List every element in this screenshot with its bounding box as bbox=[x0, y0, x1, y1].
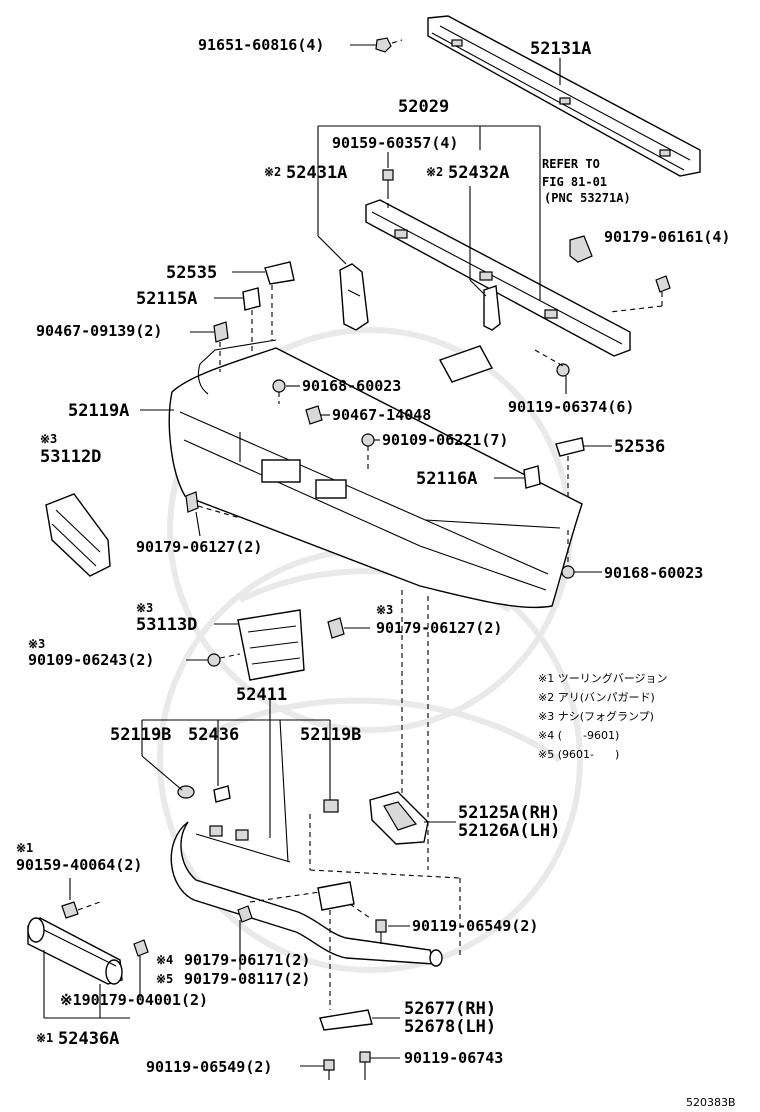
legend-note-1: ※1 ツーリングバージョン bbox=[538, 671, 668, 685]
label-53112D: 53112D bbox=[40, 447, 101, 467]
clip-90467-14048-part bbox=[305, 405, 323, 425]
screw-90119-06374-part bbox=[534, 349, 570, 377]
label-90159-60357: 90159-60357(4) bbox=[332, 134, 458, 152]
label-52119B-right: 52119B bbox=[300, 725, 361, 745]
note-mark-3d: ※3 bbox=[28, 637, 45, 651]
label-52029: 52029 bbox=[398, 97, 449, 117]
bracket-52432A-part bbox=[438, 285, 501, 383]
bracket-guard-part bbox=[317, 881, 355, 911]
bumper-cover-part bbox=[168, 339, 583, 609]
note-mark-2a: ※2 bbox=[264, 165, 281, 179]
note-mark-3c: ※3 bbox=[376, 603, 393, 617]
label-90119-06374: 90119-06374(6) bbox=[508, 398, 634, 416]
label-90168-60023-lower: 90168-60023 bbox=[604, 564, 703, 582]
label-90179-06127-right: 90179-06127(2) bbox=[376, 619, 502, 637]
legend-note-5: ※5 (9601- ) bbox=[538, 748, 619, 761]
bolt-90119-06549-part bbox=[375, 919, 387, 944]
label-52126A: 52126A(LH) bbox=[458, 821, 560, 841]
note-mark-1a: ※1 bbox=[16, 841, 33, 855]
legend-note-3: ※3 ナシ(フォグランプ) bbox=[538, 709, 654, 723]
bolt-90159-40064-part bbox=[61, 901, 101, 919]
reference-part bbox=[569, 235, 593, 263]
label-52116A: 52116A bbox=[416, 469, 477, 489]
cap-52119B-right-part bbox=[323, 799, 339, 813]
side-pipe-52436A-part bbox=[27, 917, 123, 985]
label-52436: 52436 bbox=[188, 725, 239, 745]
label-52431A: 52431A bbox=[286, 163, 347, 183]
label-52436A: 52436A bbox=[58, 1029, 119, 1049]
cap-52119B-left-part bbox=[177, 785, 195, 799]
label-90119-06549-right: 90119-06549(2) bbox=[412, 917, 538, 935]
bracket-52536-part bbox=[555, 437, 585, 500]
bracket-52115A-part bbox=[242, 287, 261, 311]
bumper-guard-part bbox=[170, 821, 443, 967]
leader-lines bbox=[43, 44, 612, 1067]
label-52119A: 52119A bbox=[68, 401, 129, 421]
label-90467-09139: 90467-09139(2) bbox=[36, 322, 162, 340]
bracket-52431A-part bbox=[339, 263, 369, 331]
note-mark-3b: ※3 bbox=[136, 601, 153, 615]
legend-note-2: ※2 アリ(バンパガード) bbox=[538, 691, 655, 704]
fog-cover-53113D-part bbox=[237, 609, 305, 681]
diagram-id: 520383B bbox=[686, 1096, 736, 1109]
bracket-52535-part bbox=[264, 261, 295, 285]
label-52411: 52411 bbox=[236, 685, 287, 705]
reinforcement-bar-part bbox=[427, 15, 701, 177]
bolt-90159-60357-part bbox=[382, 169, 394, 212]
label-52131A: 52131A bbox=[530, 39, 591, 59]
label-90109-06243: 90109-06243(2) bbox=[28, 651, 154, 669]
bracket-52116A-part bbox=[523, 465, 541, 489]
note-mark-1b: ※1 bbox=[36, 1031, 53, 1045]
clip-90467-09139-part bbox=[213, 321, 229, 343]
nut-90179-04001-part bbox=[133, 939, 149, 957]
label-90109-06221: 90109-06221(7) bbox=[382, 431, 508, 449]
clip-90179-06127-right-part bbox=[327, 617, 345, 639]
label-52535: 52535 bbox=[166, 263, 217, 283]
bracket-52677-part bbox=[319, 1009, 373, 1031]
label-90179-06161: 90179-06161(4) bbox=[604, 228, 730, 246]
label-52119B-left: 52119B bbox=[110, 725, 171, 745]
label-53113D: 53113D bbox=[136, 615, 197, 635]
nut-90179-06171-part bbox=[237, 905, 253, 923]
label-90467-14048: 90467-14048 bbox=[332, 406, 431, 424]
retainer-bar-part bbox=[365, 199, 631, 357]
labels: 52131A 91651-60816(4) 52029 90159-60357(… bbox=[16, 36, 736, 1109]
legend-note-4: ※4 ( -9601) bbox=[538, 729, 619, 742]
bolt-90119-06743-part bbox=[359, 1051, 371, 1080]
label-52678: 52678(LH) bbox=[404, 1017, 496, 1037]
label-52536: 52536 bbox=[614, 437, 665, 457]
screw-90168-60023-part bbox=[272, 379, 286, 404]
label-90168-60023-top: 90168-60023 bbox=[302, 377, 401, 395]
bolt-91651-part bbox=[375, 37, 403, 53]
label-90159-40064: 90159-40064(2) bbox=[16, 856, 142, 874]
note-mark-3a: ※3 bbox=[40, 432, 57, 446]
label-52432A: 52432A bbox=[448, 163, 509, 183]
label-91651-60816: 91651-60816(4) bbox=[198, 36, 324, 54]
label-52677: 52677(RH) bbox=[404, 999, 496, 1019]
label-90179-08117: 90179-08117(2) bbox=[184, 970, 310, 988]
label-52115A: 52115A bbox=[136, 289, 197, 309]
clip-52436-part bbox=[213, 785, 231, 803]
nut-90179-06161-part bbox=[609, 275, 671, 313]
lamp-cover-52125A-part bbox=[369, 791, 429, 845]
label-52125A: 52125A(RH) bbox=[458, 803, 560, 823]
note-mark-2b: ※2 bbox=[426, 165, 443, 179]
label-90119-06743: 90119-06743 bbox=[404, 1049, 503, 1067]
clip-90179-06127-part bbox=[185, 491, 241, 519]
refer-line-2: FIG 81-01 bbox=[542, 175, 607, 189]
label-90119-06549-bottom: 90119-06549(2) bbox=[146, 1058, 272, 1076]
fog-cover-53112D-part bbox=[45, 493, 111, 577]
note-mark-4: ※4 bbox=[156, 953, 173, 967]
label-90179-06127-left: 90179-06127(2) bbox=[136, 538, 262, 556]
note-mark-5: ※5 bbox=[156, 972, 173, 986]
screw-90109-06221-part bbox=[361, 433, 375, 470]
label-90179-04001: ※190179-04001(2) bbox=[60, 991, 208, 1009]
refer-line-1: REFER TO bbox=[542, 157, 600, 171]
bolt-90119-06549b-part bbox=[323, 1059, 335, 1080]
label-90179-06171: 90179-06171(2) bbox=[184, 951, 310, 969]
refer-line-3: (PNC 53271A) bbox=[544, 191, 631, 205]
